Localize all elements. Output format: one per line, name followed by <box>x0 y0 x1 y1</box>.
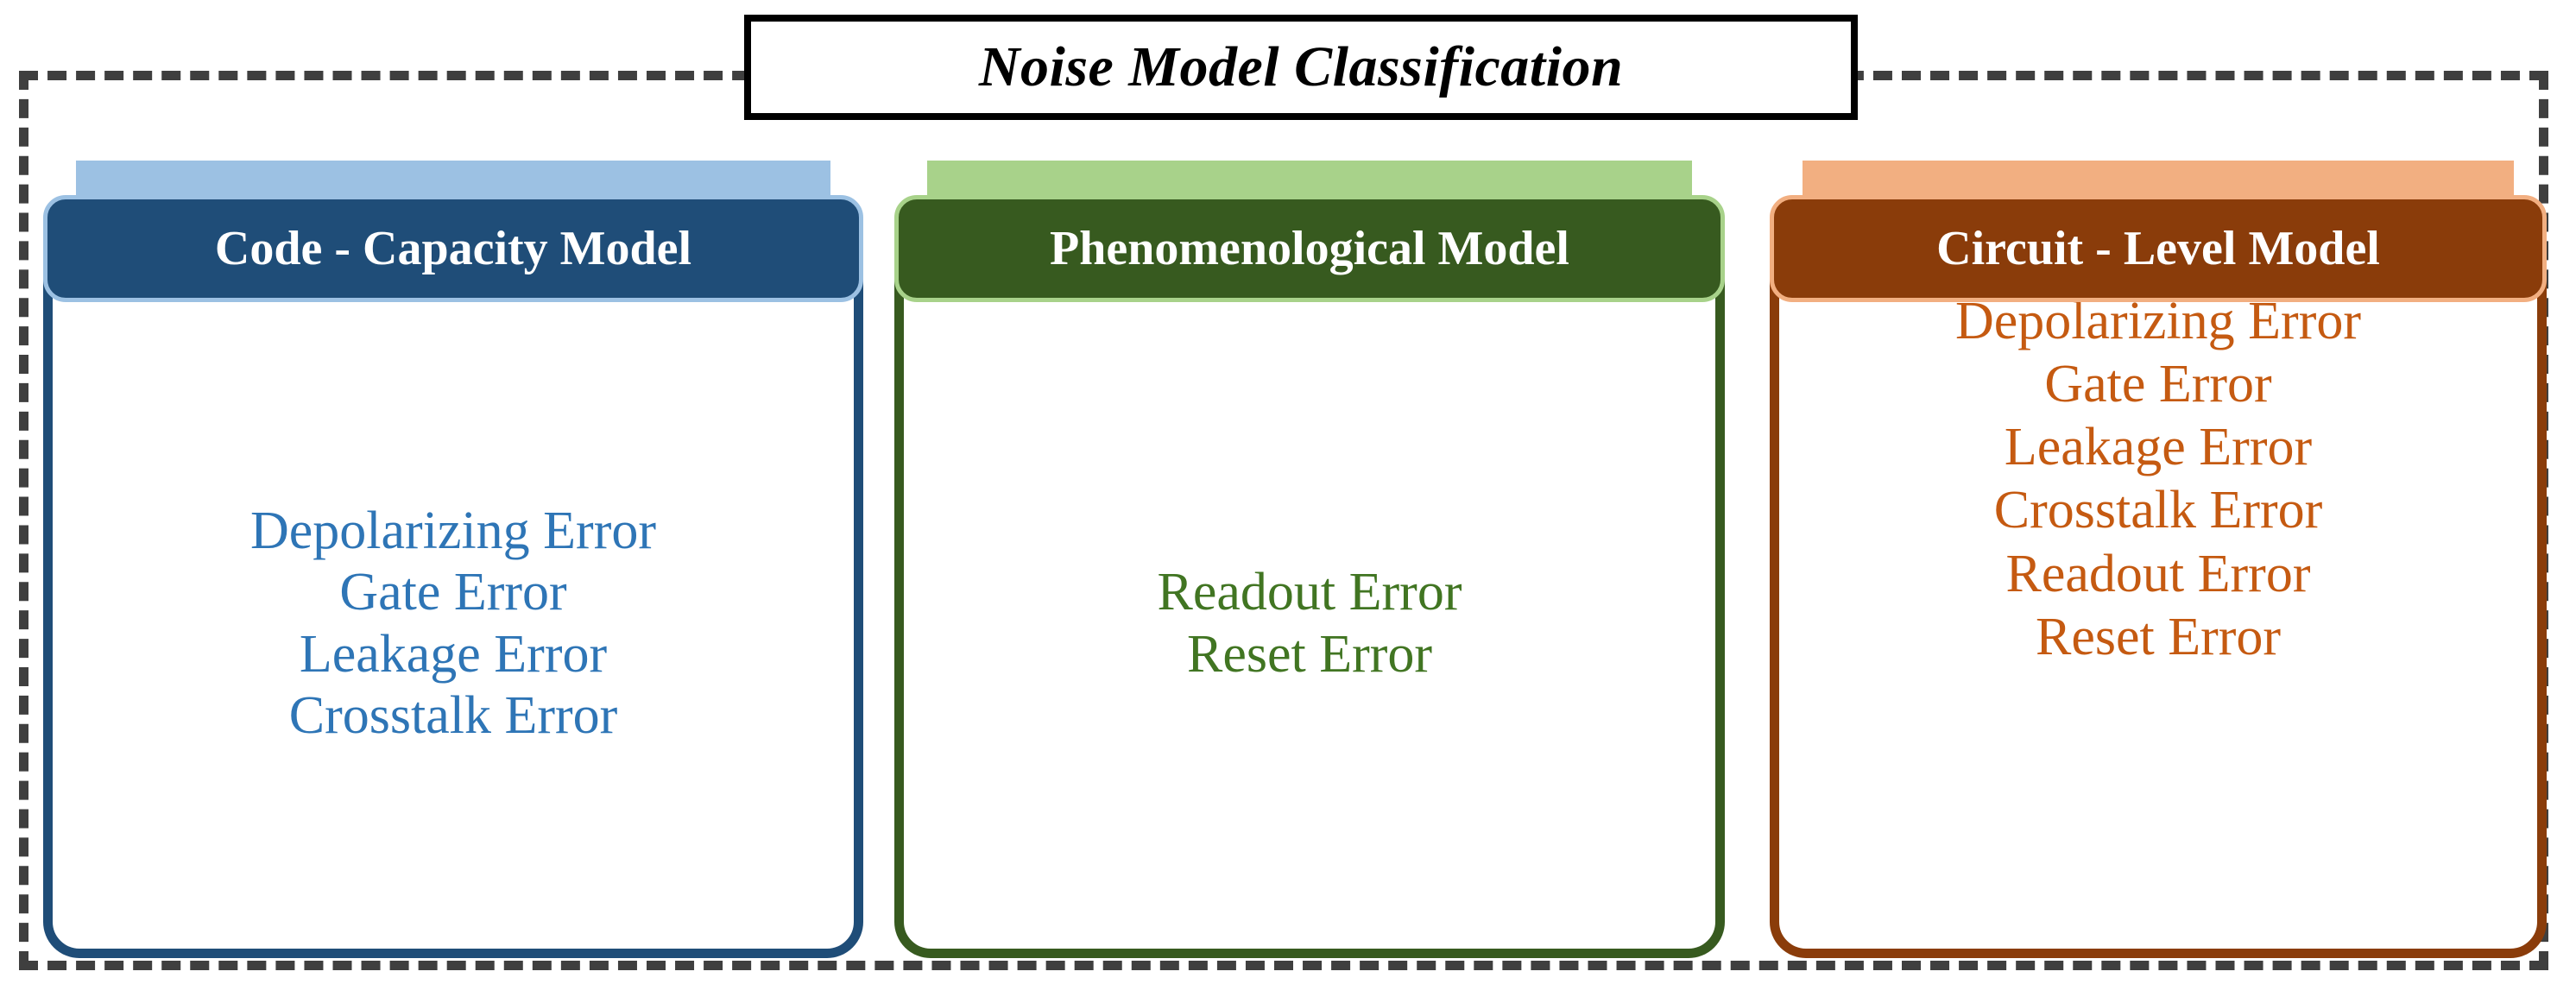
list-item: Reset Error <box>1186 624 1433 684</box>
list-item: Leakage Error <box>2004 418 2313 477</box>
model-column-circuit-level: Circuit - Level Model Depolarizing Error… <box>1770 161 2547 958</box>
column-header-circuit-level: Circuit - Level Model <box>1770 195 2547 302</box>
list-item: Crosstalk Error <box>1993 481 2323 540</box>
model-column-phenomenological: Phenomenological Model Readout Error Res… <box>894 161 1725 958</box>
column-header-label: Circuit - Level Model <box>1936 222 2380 275</box>
list-item: Depolarizing Error <box>250 501 656 560</box>
list-item: Leakage Error <box>299 624 608 684</box>
list-item: Gate Error <box>339 563 567 622</box>
list-item: Crosstalk Error <box>288 685 618 745</box>
column-header-label: Phenomenological Model <box>1050 222 1569 275</box>
error-list-phenomenological: Readout Error Reset Error <box>906 312 1713 936</box>
model-column-code-capacity: Code - Capacity Model Depolarizing Error… <box>43 161 863 958</box>
list-item: Readout Error <box>1157 563 1462 622</box>
error-list-circuit-level: Depolarizing Error Gate Error Leakage Er… <box>1782 290 2535 936</box>
list-item: Reset Error <box>2035 607 2282 666</box>
column-header-label: Code - Capacity Model <box>214 222 692 275</box>
page-title: Noise Model Classification <box>978 35 1624 98</box>
column-header-code-capacity: Code - Capacity Model <box>43 195 863 302</box>
diagram-title-box: Noise Model Classification <box>744 15 1858 120</box>
error-list-code-capacity: Depolarizing Error Gate Error Leakage Er… <box>55 312 851 936</box>
list-item: Readout Error <box>2005 544 2311 603</box>
column-header-phenomenological: Phenomenological Model <box>894 195 1725 302</box>
list-item: Gate Error <box>2044 355 2272 414</box>
